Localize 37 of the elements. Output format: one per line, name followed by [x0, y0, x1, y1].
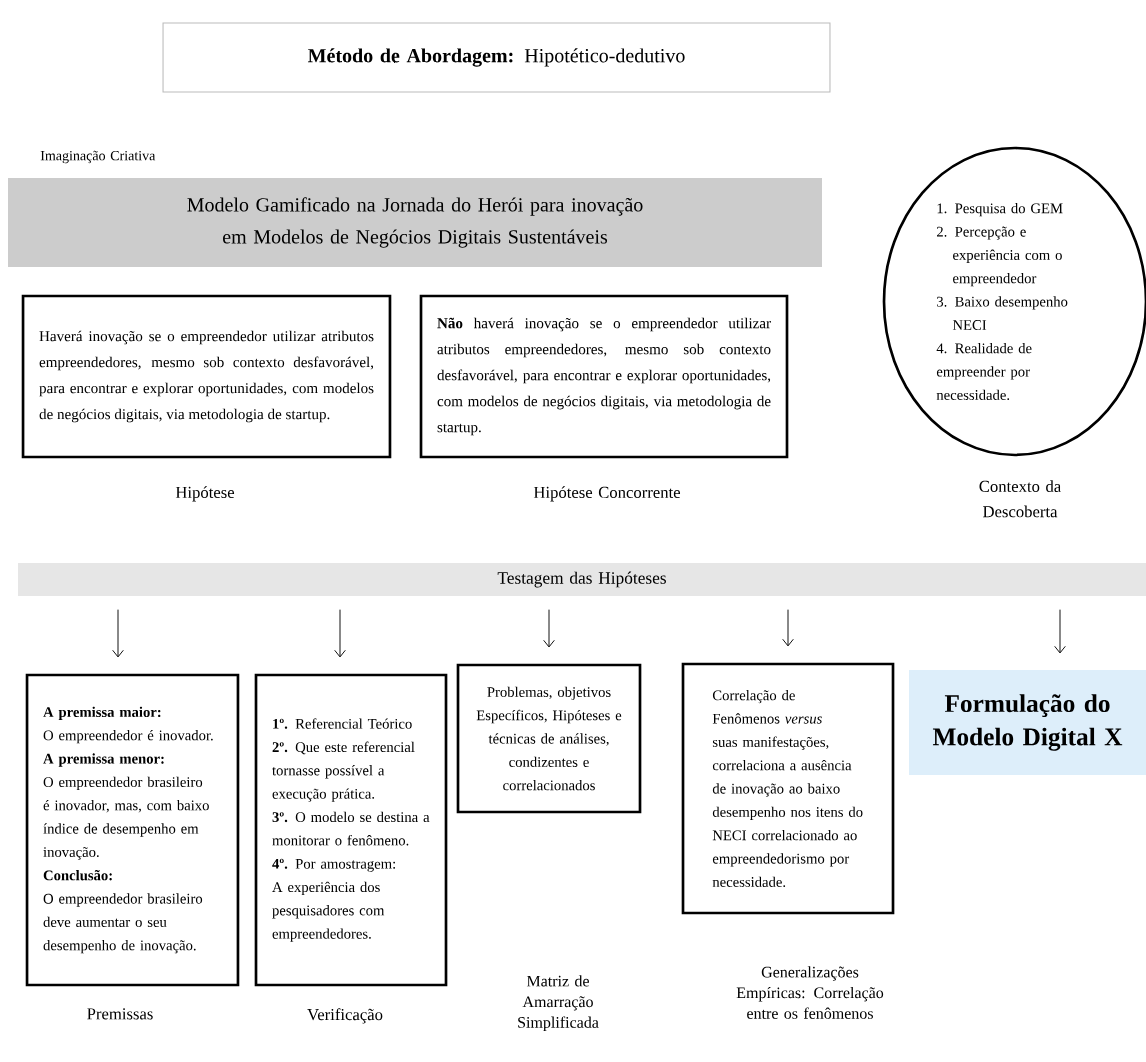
node-label: O empreendedor brasileiro deve aumentar o seu desempenho de inovação. — [43, 893, 203, 954]
arrow — [543, 609, 555, 648]
node-label: Conclusão: — [43, 869, 112, 881]
box-caption: Premissas — [87, 1008, 153, 1020]
node-label: 3. Baixo desempenho NECI — [937, 296, 1068, 330]
node-label: A premissa maior: — [43, 706, 161, 720]
arrow — [334, 609, 346, 658]
testing-band: Testagem das Hipóteses — [18, 562, 1146, 597]
arrow — [1054, 609, 1066, 654]
node-label: 4º. Por amostragem: A experiência dos pesquisadores com empreendedores. — [272, 858, 396, 942]
box-caption: Hipótese — [175, 486, 235, 502]
hypothesis-box: Não haverá inovação se o empreendedor utilizar atributos empreendedores, mesmo sob contexto desfavorável, para encontrar e explorar oportunidades, com modelos de negócios digitais, via metodologia de startup. — [419, 294, 789, 459]
node-label: 3º. O modelo se destina a monitorar o fenômeno. — [272, 811, 430, 846]
node-label: 1º. Referencial Teórico — [273, 718, 412, 729]
result-box: Formulação do Modelo Digital X — [909, 669, 1146, 776]
column-caption: Matriz de Amarração Simplificada — [518, 975, 599, 1032]
node-label: O empreendedor é inovador. — [43, 730, 213, 744]
box-caption: Contexto da Descoberta — [979, 480, 1061, 518]
correlation-box: Correlação de Fenômenos versus suas manifestações, correlaciona a ausência de inovação ao baixo desempenho nos itens do NECI correlacionado ao empreendedorismo por necessidade. — [681, 662, 895, 915]
heading-box: Método de Abordagem: Hipotético-dedutivo — [162, 22, 831, 93]
verification-box: 1º. Referencial Teórico 2º. Que este referencial tornasse possível a execução prática. 3º. O modelo se destina a monitorar o fenômeno. 4º. Por amostragem: A experiência dos pesquisadores com empreendedores. — [254, 673, 448, 987]
title-band: Modelo Gamificado na Jornada do Herói para inovação em Modelos de Negócios Digitais Sustentáveis — [8, 177, 822, 268]
arrow — [782, 609, 794, 647]
matrix-box: Problemas, objetivos Específicos, Hipóteses e técnicas de análises, condizentes e correlacionados — [456, 663, 642, 814]
node-label: A premissa menor: — [43, 753, 164, 767]
hypothesis-box: Haverá inovação se o empreendedor utilizar atributos empreendedores, mesmo sob contexto desfavorável, para encontrar e explorar oportunidades, com modelos de negócios digitais, via metodologia de startup. — [21, 294, 392, 459]
arrow — [112, 609, 124, 658]
section-label: Imaginação Criativa — [40, 150, 156, 164]
box-caption: Hipótese Concorrente — [533, 486, 680, 502]
premises-box: A premissa maior: O empreendedor é inovador. A premissa menor: O empreendedor brasileiro é inovador, mas, com baixo índice de desempenho em inovação. Conclusão: O empreendedor brasileiro deve aumentar o seu desempenho de inovação. — [25, 673, 240, 987]
node-label: 2º. Que este referencial tornasse possível a execução prática. — [272, 741, 415, 802]
column-caption: Generalizações Empíricas: Correlação entre os fenômenos — [736, 966, 884, 1019]
node-label: 2. Percepção e experiência com o empreendedor — [936, 226, 1062, 287]
node-label: 1. Pesquisa do GEM — [937, 202, 1063, 217]
node-label: O empreendedor brasileiro é inovador, mas, com baixo índice de desempenho em inovação. — [43, 776, 209, 860]
node-label: 4. Realidade de empreender por necessidade. — [936, 342, 1032, 401]
box-caption: Verificação — [307, 1008, 383, 1024]
